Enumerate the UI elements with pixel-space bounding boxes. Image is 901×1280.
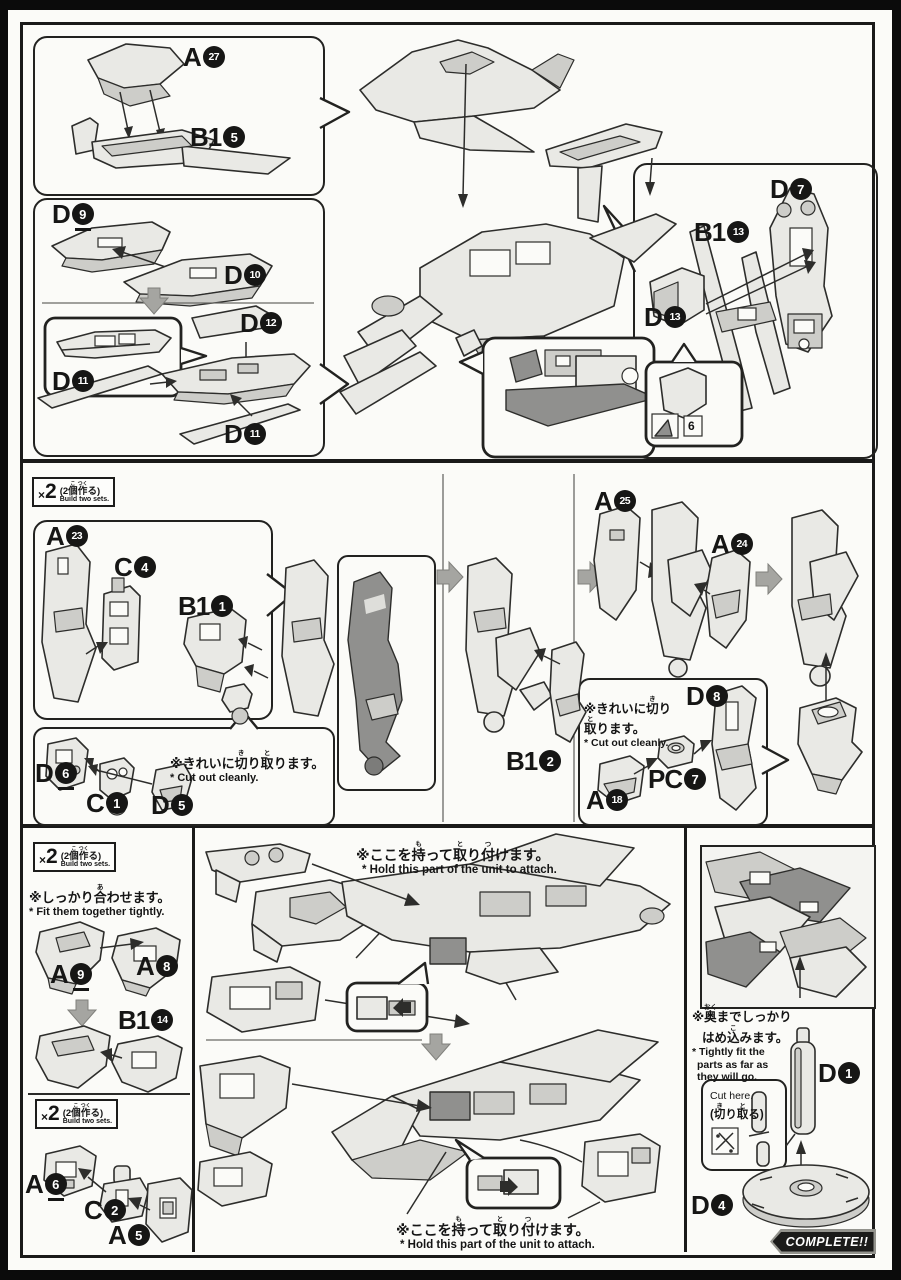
build-two-badge-3: ×2 (2個こ作つくる) Build two sets. [35,1099,119,1129]
x2-number: ×2 [38,479,57,503]
illustration-d9-d12 [37,221,314,445]
note-fit-far: ※奥おくまでしっかり はめ込こみます。 * Tightly fit the pa… [692,1004,792,1084]
illustration-flight-unit-assembly [339,39,677,459]
x2-japanese: (2個こ作つくる) [60,845,102,862]
note-english: * Hold this part of the unit to attach. [362,863,557,876]
illustration-d7-b113-d13 [644,187,833,448]
note-english: * Cut out cleanly. [170,771,259,784]
note-japanese: はめ込こみます。 [702,1025,789,1045]
note-japanese: ※ここを持もって取とり付つけます。 [396,1216,590,1238]
x2-english: Build two sets. [62,1118,113,1126]
note-hold-attach-1: ※ここを持もって取とり付つけます。 * Hold this part of th… [356,841,557,878]
note-hold-attach-2: ※ここを持もって取とり付つけます。 * Hold this part of th… [396,1216,595,1253]
column-divider-right [684,828,687,1252]
step-box-a23-c4 [33,520,273,720]
section-divider-2 [23,824,872,828]
note-japanese: ※奥おくまでしっかり [692,1004,792,1024]
note-japanese: ※きれいに切きり取とります。 [584,696,672,736]
x2-english: Build two sets. [59,496,110,504]
note-japanese: ※ここを持もって取とり付つけます。 [356,841,550,863]
note-japanese: (切きり取とる) [710,1103,764,1122]
illustration-attach-top [205,833,671,1061]
note-english: * Cut out cleanly. [584,737,669,749]
x2-japanese: (2個こ作つくる) [59,480,101,497]
note-english: * Hold this part of the unit to attach. [400,1238,595,1251]
note-english: * Fit them together tightly. [29,905,165,918]
build-two-badge-1: ×2 (2個こ作つくる) Build two sets. [32,477,116,507]
complete-badge: COMPLETE!! [770,1229,876,1254]
note-cut-cleanly-1: ※きれいに切きり取とります。 * Cut out cleanly. [170,750,324,785]
build-two-badge-2: ×2 (2個こ作つくる) Build two sets. [33,842,117,872]
orientation-inset-box [337,555,436,791]
complete-badge-text: COMPLETE!! [785,1234,869,1249]
sticker-number-6: 6 [688,419,695,433]
step-box-d6-c1-d5 [33,727,335,826]
note-japanese: ※しっかり合あわせます。 [29,884,171,905]
x2-number: ×2 [39,844,58,868]
note-fit-tightly: ※しっかり合あわせます。 * Fit them together tightly… [29,884,170,919]
x2-number: ×2 [41,1101,60,1125]
note-english: Cut here. [710,1090,754,1102]
note-cut-cleanly-2: ※きれいに切きり取とります。 * Cut out cleanly. [584,696,676,750]
content-frame [20,22,875,1258]
illustration-attach-bottom [197,1029,661,1219]
column-divider-left [192,828,195,1252]
x2-english: Build two sets. [60,861,111,869]
x2-japanese: (2個こ作つくる) [62,1102,104,1119]
note-english: parts as far as [697,1058,769,1071]
note-english: * Tightly fit the [692,1046,765,1058]
note-cut-here: Cut here. (切きり取とる) [710,1090,764,1123]
step-box-d7-b113 [633,163,878,459]
illustration-stand-column [701,851,870,1228]
step-box-d9-d12 [33,198,325,457]
section-divider-1 [23,459,872,463]
note-japanese: ※きれいに切きり取とります。 [170,750,325,771]
note-english: they will go. [697,1071,758,1084]
illustration-leg-assembly [41,501,863,816]
complete-badge-inner: COMPLETE!! [772,1231,874,1252]
illustration-a27-b15 [71,43,291,175]
